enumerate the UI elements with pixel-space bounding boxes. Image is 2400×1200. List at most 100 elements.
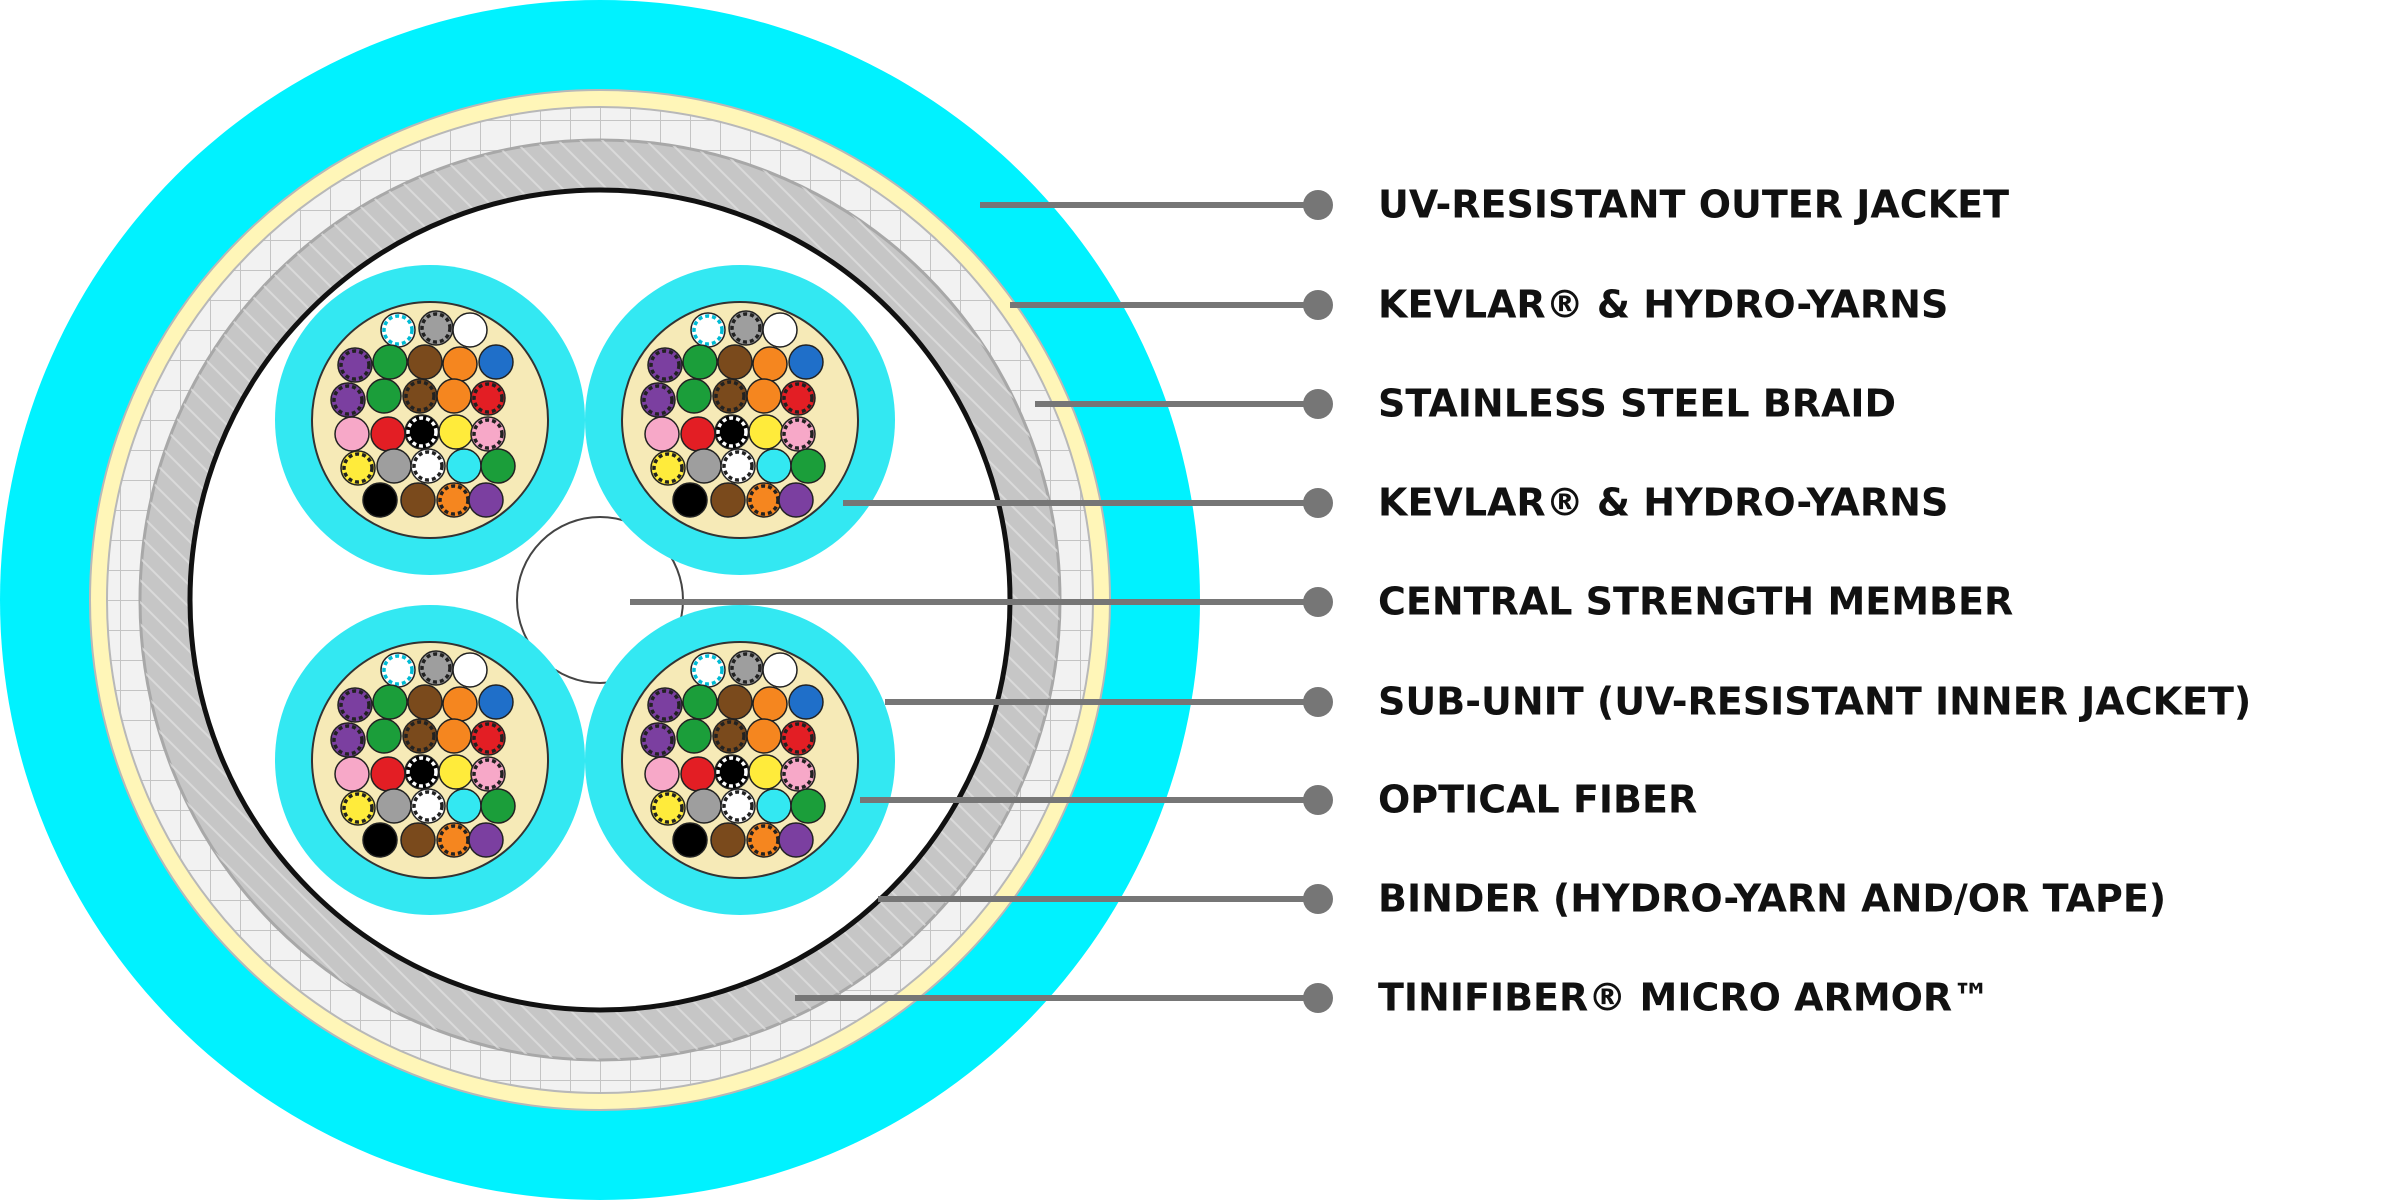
tracer-stripe	[438, 824, 470, 856]
tracer-stripe	[412, 790, 444, 822]
tracer-stripe	[404, 380, 436, 412]
tracer-stripe	[748, 824, 780, 856]
optical-fiber	[746, 482, 782, 518]
optical-fiber	[790, 788, 826, 824]
optical-fiber	[686, 448, 722, 484]
optical-fiber	[468, 822, 504, 858]
tracer-stripe	[342, 452, 374, 484]
optical-fiber	[446, 448, 482, 484]
callout-label: OPTICAL FIBER	[1378, 778, 1697, 822]
optical-fiber	[452, 312, 488, 348]
optical-fiber	[376, 788, 412, 824]
optical-fiber	[647, 347, 683, 383]
optical-fiber	[366, 378, 402, 414]
optical-fiber	[720, 448, 756, 484]
optical-fiber	[644, 416, 680, 452]
optical-fiber	[710, 822, 746, 858]
optical-fiber	[442, 346, 478, 382]
callout-label: SUB-UNIT (UV-RESISTANT INNER JACKET)	[1378, 680, 2251, 724]
optical-fiber	[337, 347, 373, 383]
optical-fiber	[762, 652, 798, 688]
optical-fiber	[400, 482, 436, 518]
optical-fiber	[680, 416, 716, 452]
optical-fiber	[748, 414, 784, 450]
leader-dot	[1303, 785, 1333, 815]
callout-label: KEVLAR® & HYDRO-YARNS	[1378, 283, 1948, 327]
tracer-stripe	[652, 792, 684, 824]
tracer-stripe	[716, 756, 748, 788]
leader-dot	[1303, 488, 1333, 518]
optical-fiber	[470, 756, 506, 792]
optical-fiber	[442, 686, 478, 722]
optical-fiber	[676, 378, 712, 414]
optical-fiber	[690, 312, 726, 348]
tracer-stripe	[716, 416, 748, 448]
optical-fiber	[644, 756, 680, 792]
optical-fiber	[478, 684, 514, 720]
optical-fiber	[780, 756, 816, 792]
callout-label: CENTRAL STRENGTH MEMBER	[1378, 580, 2013, 624]
tracer-stripe	[714, 720, 746, 752]
optical-fiber	[714, 414, 750, 450]
tracer-stripe	[722, 790, 754, 822]
optical-fiber	[672, 482, 708, 518]
optical-fiber	[372, 684, 408, 720]
tracer-stripe	[649, 689, 681, 721]
tracer-stripe	[472, 758, 504, 790]
optical-fiber	[640, 722, 676, 758]
optical-fiber	[404, 754, 440, 790]
optical-fiber	[362, 482, 398, 518]
optical-fiber	[468, 482, 504, 518]
leader-dot	[1303, 290, 1333, 320]
optical-fiber	[334, 416, 370, 452]
optical-fiber	[362, 822, 398, 858]
optical-fiber	[717, 684, 753, 720]
tracer-stripe	[472, 418, 504, 450]
tracer-stripe	[692, 654, 724, 686]
optical-fiber	[402, 718, 438, 754]
tracer-stripe	[339, 689, 371, 721]
optical-fiber	[714, 754, 750, 790]
tracer-stripe	[782, 722, 814, 754]
optical-fiber	[647, 687, 683, 723]
optical-fiber	[480, 448, 516, 484]
optical-fiber	[690, 652, 726, 688]
optical-fiber	[438, 414, 474, 450]
tracer-stripe	[332, 384, 364, 416]
tracer-stripe	[642, 384, 674, 416]
tracer-stripe	[342, 792, 374, 824]
tracer-stripe	[420, 312, 452, 344]
optical-fiber	[470, 416, 506, 452]
optical-fiber	[340, 790, 376, 826]
optical-fiber	[676, 718, 712, 754]
optical-fiber	[436, 378, 472, 414]
tracer-stripe	[382, 314, 414, 346]
optical-fiber	[680, 756, 716, 792]
leader-dot	[1303, 884, 1333, 914]
optical-fiber	[334, 756, 370, 792]
optical-fiber	[436, 718, 472, 754]
tracer-stripe	[730, 312, 762, 344]
optical-fiber	[640, 382, 676, 418]
tracer-stripe	[649, 349, 681, 381]
optical-fiber	[470, 380, 506, 416]
optical-fiber	[478, 344, 514, 380]
optical-fiber	[720, 788, 756, 824]
optical-fiber	[480, 788, 516, 824]
optical-fiber	[337, 687, 373, 723]
leader-dot	[1303, 389, 1333, 419]
tracer-stripe	[748, 484, 780, 516]
leader-dot	[1303, 587, 1333, 617]
optical-fiber	[380, 312, 416, 348]
optical-fiber	[402, 378, 438, 414]
tracer-stripe	[332, 724, 364, 756]
optical-fiber	[407, 684, 443, 720]
optical-fiber	[436, 822, 472, 858]
optical-fiber	[780, 720, 816, 756]
tracer-stripe	[406, 416, 438, 448]
optical-fiber	[376, 448, 412, 484]
optical-fiber	[710, 482, 746, 518]
optical-fiber	[410, 448, 446, 484]
callout-label: TINIFIBER® MICRO ARMOR™	[1378, 976, 1990, 1020]
optical-fiber	[682, 344, 718, 380]
